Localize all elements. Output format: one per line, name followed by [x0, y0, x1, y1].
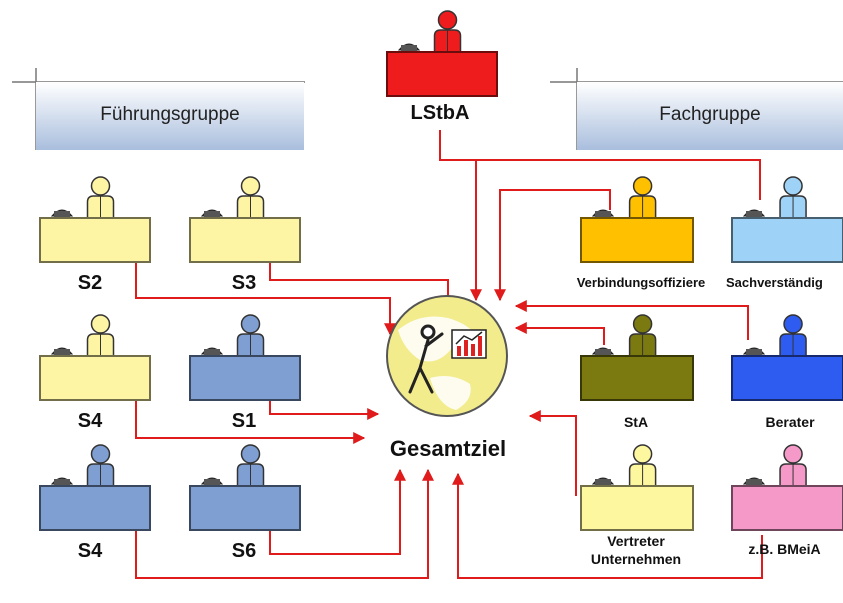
- desk-surface: [39, 485, 151, 531]
- desk-label-s4-bottom: S4: [77, 540, 103, 562]
- person-icon: [236, 444, 265, 489]
- person-icon: [779, 444, 807, 489]
- desk-label-sachverstaendig: Sachverständig: [726, 275, 823, 290]
- person-icon: [86, 314, 115, 359]
- desk-surface: [580, 485, 694, 531]
- desk-surface: [189, 217, 301, 263]
- person-icon: [236, 176, 265, 221]
- person-icon: [628, 444, 657, 489]
- desk-label-s3: S3: [231, 272, 257, 294]
- goal-label: Gesamtziel: [389, 436, 507, 461]
- desk-s6: [189, 444, 301, 531]
- desk-bmeia: [731, 444, 843, 531]
- telephone-icon: [742, 347, 766, 355]
- desk-label-lstba: LStbA: [410, 102, 470, 124]
- arrow-layer: [135, 130, 763, 579]
- desk-surface: [386, 51, 498, 97]
- arrow-s6: [269, 468, 406, 555]
- arrow-vertreter: [528, 410, 577, 496]
- person-icon: [86, 176, 115, 221]
- fuehrungsgruppe-tab: [12, 68, 305, 150]
- person-icon: [86, 444, 115, 489]
- arrow-s4b: [135, 468, 434, 579]
- arrow-s1: [269, 398, 380, 420]
- person-icon: [779, 176, 807, 221]
- desk-label-bmeia: z.B. BMeiA: [748, 541, 821, 557]
- desk-vo: [580, 176, 694, 263]
- desk-label-vertreter-line1: Vertreter: [607, 533, 665, 549]
- person-icon: [433, 10, 462, 55]
- fachgruppe-label: Fachgruppe: [659, 104, 761, 125]
- desk-surface: [731, 485, 843, 531]
- desk-berater: [731, 314, 843, 401]
- arrow-verbindungsoffiziere: [494, 189, 611, 302]
- desk-sv: [731, 176, 843, 263]
- telephone-icon: [742, 477, 766, 485]
- desk-surface: [580, 217, 694, 263]
- goal-globe: [386, 295, 508, 417]
- person-icon: [779, 314, 807, 359]
- desk-s4b: [39, 444, 151, 531]
- person-icon: [628, 176, 657, 221]
- desk-surface: [39, 217, 151, 263]
- desk-surface: [39, 355, 151, 401]
- desk-surface: [731, 217, 843, 263]
- arrow-berater: [514, 300, 749, 340]
- desk-label-verbindungsoffiziere: Verbindungsoffiziere: [576, 275, 706, 290]
- arrow-sachverstaendig: [470, 159, 761, 302]
- telephone-icon: [50, 347, 74, 355]
- arrow-sta: [514, 322, 605, 345]
- person-icon: [628, 314, 657, 359]
- telephone-icon: [591, 209, 615, 217]
- arrow-s4a: [135, 398, 366, 444]
- desk-surface: [731, 355, 843, 401]
- telephone-icon: [742, 209, 766, 217]
- desk-sta: [580, 314, 694, 401]
- person-icon: [236, 314, 265, 359]
- desk-surface: [189, 485, 301, 531]
- arrow-s3: [269, 262, 454, 310]
- telephone-icon: [397, 43, 421, 51]
- telephone-icon: [591, 477, 615, 485]
- desk-label-berater: Berater: [765, 414, 815, 430]
- desk-label-sta: StA: [623, 414, 649, 430]
- desk-s3: [189, 176, 301, 263]
- presenter-icon: [408, 324, 444, 394]
- desk-label-s1: S1: [231, 410, 257, 432]
- telephone-icon: [50, 209, 74, 217]
- arrow-bmeia: [452, 472, 763, 579]
- telephone-icon: [200, 347, 224, 355]
- desk-label-s2: S2: [77, 272, 103, 294]
- desk-surface: [189, 355, 301, 401]
- chart-board-icon: [451, 329, 487, 359]
- arrow-s2: [135, 262, 396, 336]
- telephone-icon: [591, 347, 615, 355]
- desk-label-vertreter-line2: Unternehmen: [590, 551, 682, 567]
- desk-label-s6: S6: [231, 540, 257, 562]
- desk-lstba: [386, 10, 498, 97]
- desk-vu: [580, 444, 694, 531]
- desk-s1: [189, 314, 301, 401]
- desk-surface: [580, 355, 694, 401]
- desk-s4a: [39, 314, 151, 401]
- fuehrungsgruppe-label: Führungsgruppe: [100, 104, 240, 125]
- telephone-icon: [200, 209, 224, 217]
- desk-s2: [39, 176, 151, 263]
- telephone-icon: [200, 477, 224, 485]
- fachgruppe-tab: [550, 68, 843, 150]
- desk-label-s4-top: S4: [77, 410, 103, 432]
- telephone-icon: [50, 477, 74, 485]
